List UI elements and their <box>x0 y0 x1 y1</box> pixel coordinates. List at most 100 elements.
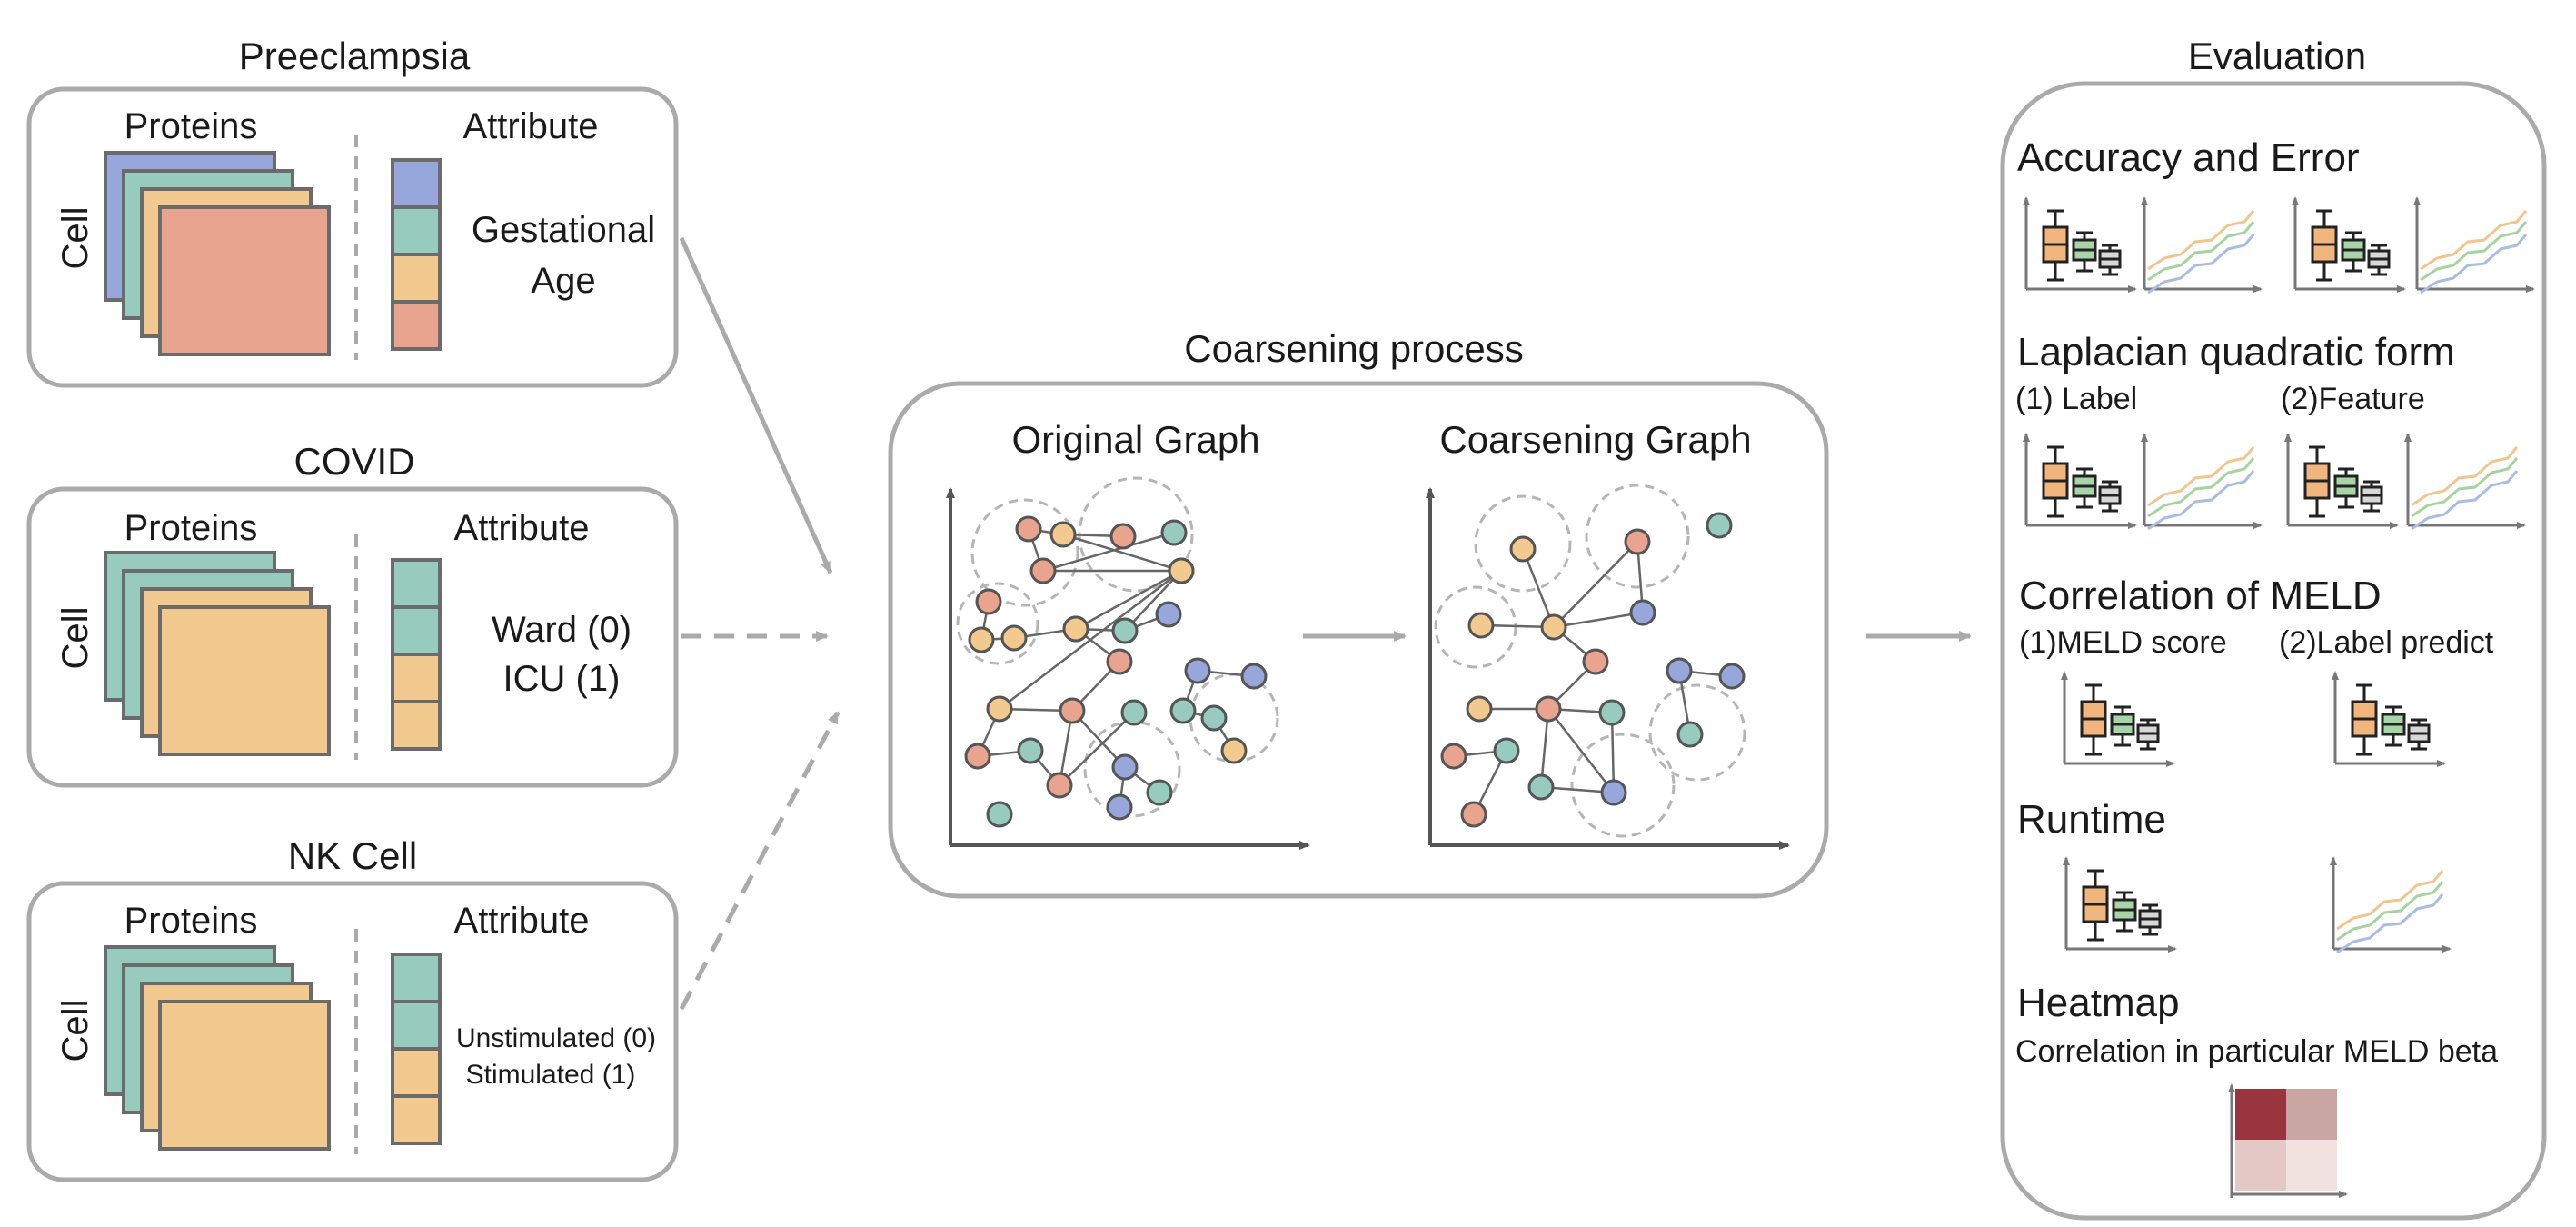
graph-node <box>1666 657 1693 684</box>
graph-node <box>1109 523 1137 550</box>
attribute-value-line1: Gestational <box>472 210 655 250</box>
attribute-label: Attribute <box>463 106 599 146</box>
trend-line <box>2147 221 2255 282</box>
trend-line <box>2411 446 2519 507</box>
accuracy-charts <box>2023 196 2535 294</box>
coarsening-title: Coarsening process <box>1184 327 1524 370</box>
graph-node <box>1582 648 1609 675</box>
coarsening-panel: Coarsening process Original Graph Coarse… <box>888 327 1829 899</box>
graph-node <box>1168 557 1195 584</box>
graph-node <box>1509 535 1537 563</box>
laplacian-title: Laplacian quadratic form <box>2017 330 2455 374</box>
meld-sub-predict: (2)Label predict <box>2279 625 2494 660</box>
attribute-column <box>391 953 442 1145</box>
attribute-cell <box>391 1094 442 1145</box>
heatmap-cell <box>2286 1089 2337 1140</box>
dataset-title: NK Cell <box>288 834 417 877</box>
graph-edge <box>1521 548 1556 628</box>
graph-node <box>1146 779 1173 806</box>
graph-node <box>1000 624 1028 652</box>
graph-node <box>1706 512 1733 539</box>
attribute-label: Attribute <box>454 901 590 941</box>
attribute-cell <box>391 300 442 351</box>
attribute-value-line2: Age <box>531 261 595 301</box>
attribute-cell <box>391 158 442 209</box>
input-arrows <box>679 236 840 1011</box>
graph-node <box>1600 779 1627 806</box>
heatmap-subtitle: Correlation in particular MELD beta <box>2015 1034 2498 1069</box>
attribute-cell <box>391 1047 442 1098</box>
graph-node <box>1535 695 1562 723</box>
heatmap-cell <box>2235 1140 2286 1191</box>
meld-title: Correlation of MELD <box>2019 574 2382 618</box>
trend-line <box>2147 446 2255 507</box>
graph-node <box>1106 648 1133 675</box>
graph-edge <box>1553 541 1638 628</box>
protein-matrix-layer <box>158 205 331 356</box>
graph-node <box>968 626 995 653</box>
attribute-cell <box>391 700 442 751</box>
graph-node <box>1049 521 1077 548</box>
cell-label: Cell <box>55 1000 95 1062</box>
laplacian-charts <box>2023 433 2526 531</box>
dataset-panel-covid: COVID Proteins Cell Attribute Ward (0) I… <box>26 440 679 788</box>
graph-node <box>1062 615 1089 643</box>
graph-node <box>1059 697 1086 724</box>
trend-line <box>2420 234 2528 294</box>
dataset-title: COVID <box>293 440 414 483</box>
attribute-label: Attribute <box>454 508 590 548</box>
graph-node <box>1155 601 1182 628</box>
graph-edge <box>1075 569 1182 631</box>
cluster-boundary <box>1570 733 1676 838</box>
heatmap-cell <box>2235 1089 2286 1140</box>
attribute-cell <box>391 205 442 256</box>
cluster-boundary <box>956 582 1039 665</box>
trend-line <box>2336 870 2444 931</box>
cell-label: Cell <box>55 607 95 670</box>
coarsening-graph-title: Coarsening Graph <box>1439 418 1751 461</box>
dataset-frame <box>26 86 679 388</box>
trend-line <box>2336 881 2444 942</box>
attribute-value-line2: ICU (1) <box>503 659 621 699</box>
trend-line <box>2411 457 2519 518</box>
cell-label: Cell <box>55 207 95 270</box>
attribute-cell <box>391 605 442 656</box>
graph-edge <box>1062 533 1182 573</box>
dataset-frame <box>26 486 679 788</box>
protein-stack <box>104 551 331 756</box>
protein-matrix-layer <box>158 605 331 756</box>
graph-node <box>1169 697 1197 724</box>
protein-stack <box>104 151 331 356</box>
graph-node <box>1466 695 1493 723</box>
graph-node <box>1540 614 1567 641</box>
heatmap-cell <box>2286 1140 2337 1191</box>
trend-line <box>2420 221 2528 282</box>
evaluation-title: Evaluation <box>2188 35 2366 77</box>
graph-node <box>1467 612 1495 639</box>
trend-line <box>2147 210 2255 271</box>
dataset-panel-nk-cell: NK Cell Proteins Cell Attribute Unstimul… <box>26 834 679 1182</box>
trend-line <box>2147 470 2255 531</box>
graph-node <box>975 588 1002 615</box>
original-graph <box>946 476 1310 850</box>
graph-edge <box>1553 611 1644 629</box>
protein-matrix-layer <box>158 1000 331 1151</box>
graph-edge <box>1124 570 1182 632</box>
coarsening-frame <box>888 381 1829 899</box>
graph-node <box>1160 519 1188 546</box>
graph-node <box>1017 737 1044 764</box>
runtime-charts <box>2063 856 2452 954</box>
graph-node <box>1460 801 1487 828</box>
dataset-title: Preeclampsia <box>239 35 471 77</box>
proteins-label: Proteins <box>124 508 258 548</box>
graph-node <box>986 695 1013 723</box>
original-graph-title: Original Graph <box>1011 418 1259 461</box>
graph-node <box>1046 772 1073 799</box>
runtime-title: Runtime <box>2017 797 2166 842</box>
proteins-label: Proteins <box>124 106 258 146</box>
graph-node <box>964 743 991 770</box>
graph-edge <box>1547 708 1615 793</box>
attribute-cell <box>391 558 442 609</box>
attribute-column <box>391 158 442 351</box>
